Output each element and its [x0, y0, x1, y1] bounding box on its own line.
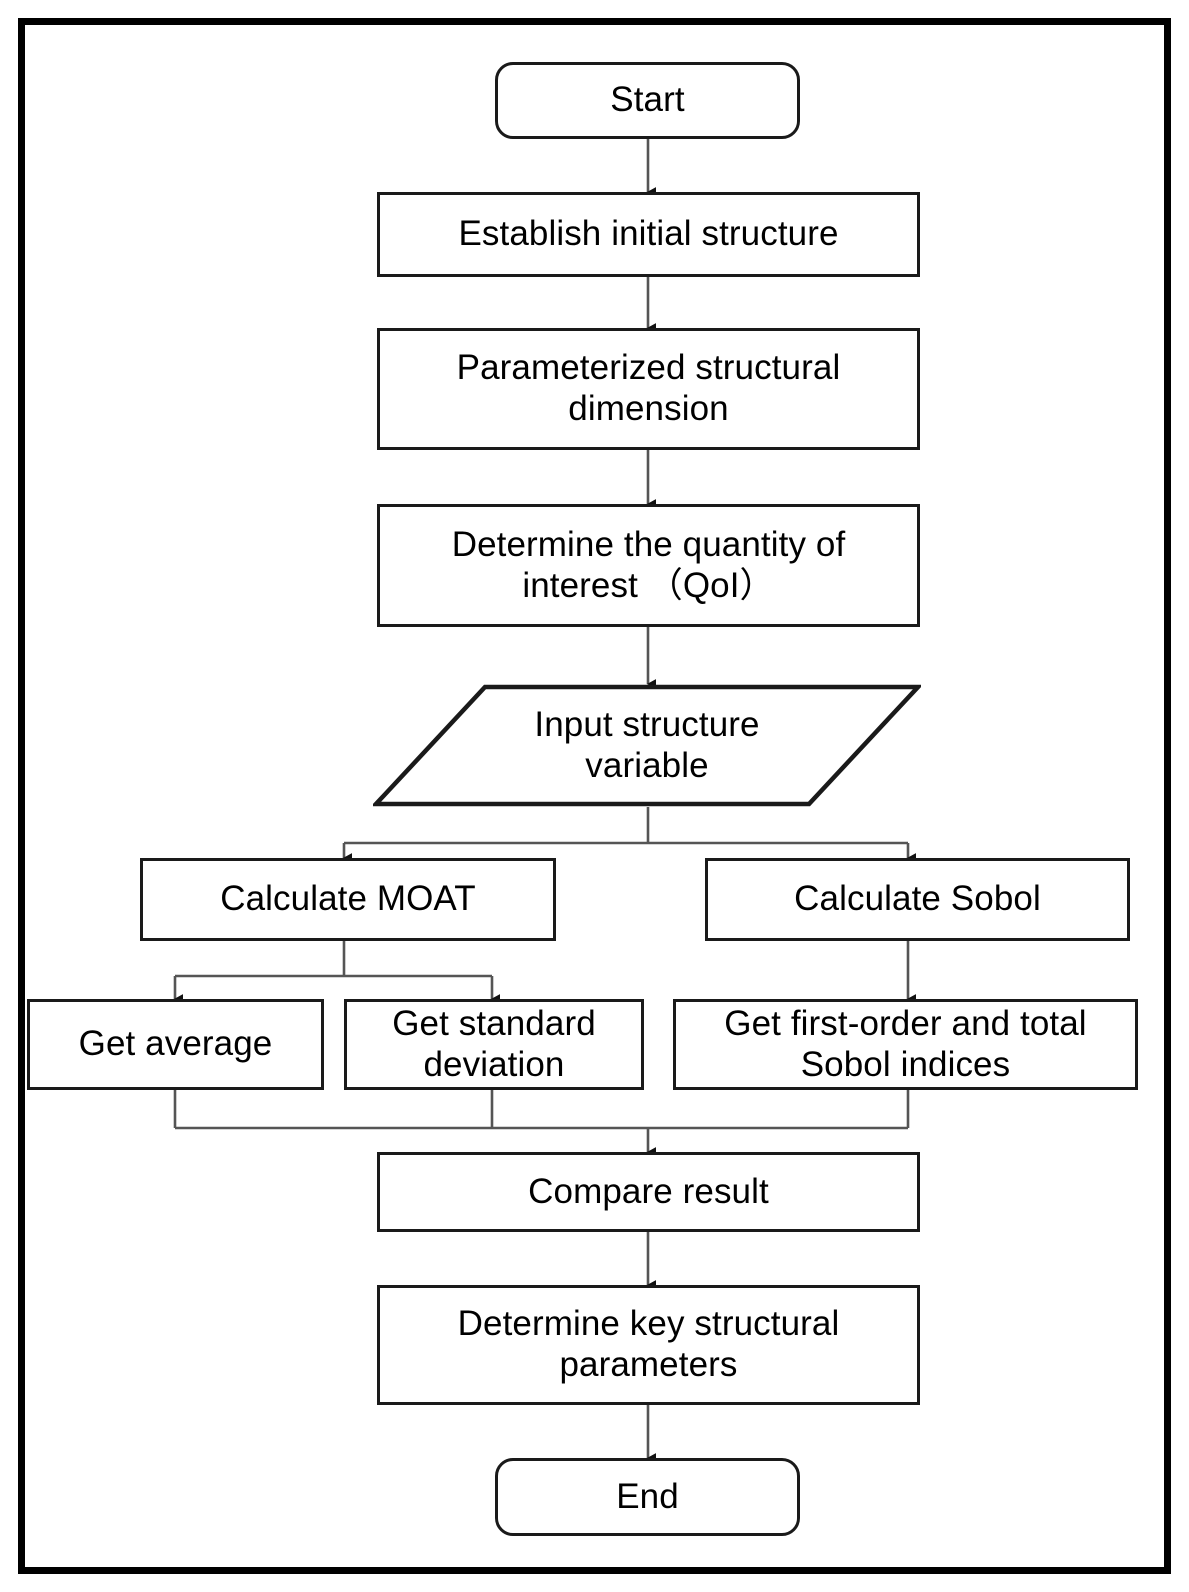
node-determine-key-structural-parameters-label: Determine key structural parameters	[457, 1304, 840, 1384]
node-start-label: Start	[610, 80, 685, 120]
node-end[interactable]: End	[495, 1458, 800, 1536]
node-determine-quantity-of-interest-label: Determine the quantity of interest （QoI）	[451, 524, 846, 605]
node-calculate-sobol-label: Calculate Sobol	[794, 879, 1041, 919]
node-get-standard-deviation[interactable]: Get standard deviation	[344, 999, 644, 1090]
node-start[interactable]: Start	[495, 62, 800, 139]
node-parameterized-structural-dimension[interactable]: Parameterized structural dimension	[377, 328, 920, 450]
node-calculate-moat-label: Calculate MOAT	[220, 879, 476, 919]
node-establish-initial-structure-label: Establish initial structure	[458, 214, 839, 254]
parallelogram-shape	[373, 684, 921, 807]
node-input-structure-variable-label: Input structure variable	[534, 704, 760, 785]
node-end-label: End	[616, 1476, 679, 1516]
node-calculate-sobol[interactable]: Calculate Sobol	[705, 858, 1130, 941]
node-calculate-moat[interactable]: Calculate MOAT	[140, 858, 556, 941]
node-get-average[interactable]: Get average	[27, 999, 324, 1090]
node-input-structure-variable[interactable]: Input structure variable	[373, 684, 921, 807]
node-get-sobol-indices[interactable]: Get first-order and total Sobol indices	[673, 999, 1138, 1090]
outer-frame	[18, 18, 1171, 1574]
node-get-sobol-indices-label: Get first-order and total Sobol indices	[724, 1003, 1087, 1084]
node-get-standard-deviation-label: Get standard deviation	[392, 1003, 596, 1084]
node-get-average-label: Get average	[78, 1024, 273, 1064]
node-establish-initial-structure[interactable]: Establish initial structure	[377, 192, 920, 277]
node-compare-result-label: Compare result	[528, 1171, 769, 1211]
node-determine-key-structural-parameters[interactable]: Determine key structural parameters	[377, 1285, 920, 1405]
node-compare-result[interactable]: Compare result	[377, 1152, 920, 1232]
node-determine-quantity-of-interest[interactable]: Determine the quantity of interest （QoI）	[377, 504, 920, 627]
node-parameterized-structural-dimension-label: Parameterized structural dimension	[456, 348, 841, 428]
